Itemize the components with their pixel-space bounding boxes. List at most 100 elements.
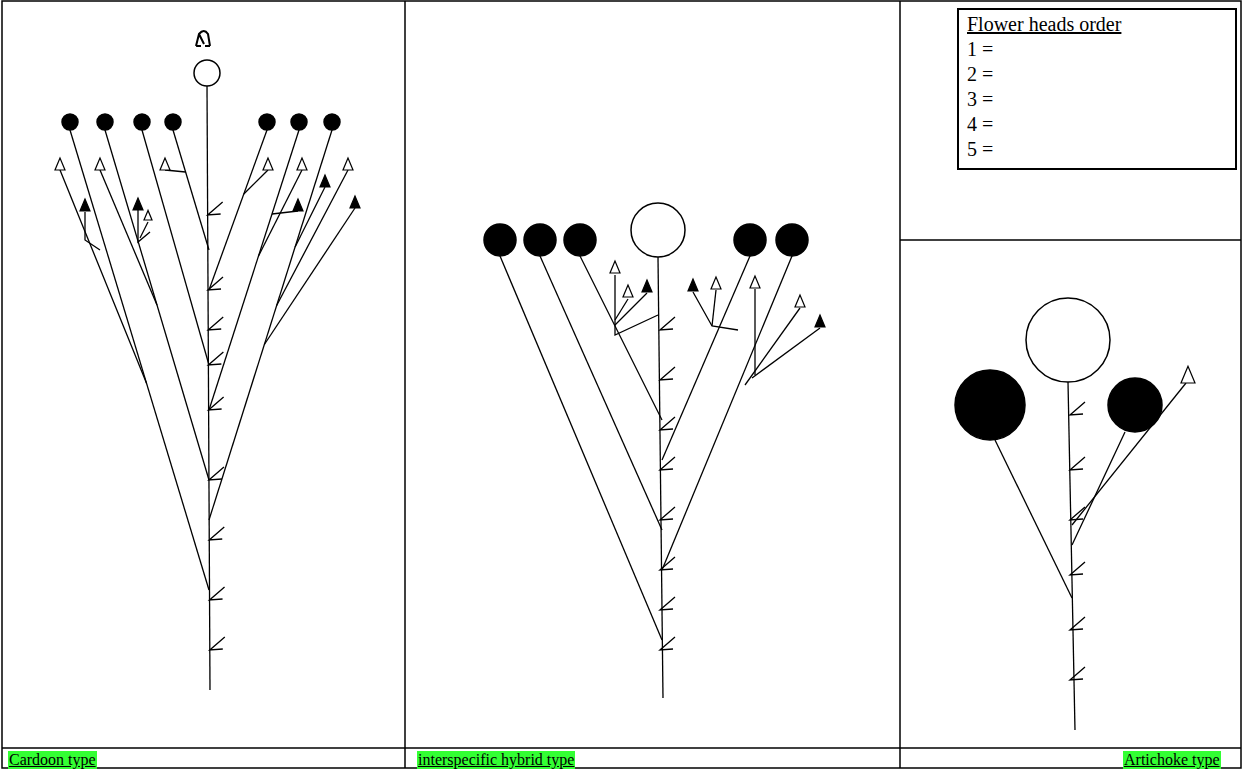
third-order-head <box>711 277 721 289</box>
branch-line <box>60 170 146 383</box>
branch-line <box>70 130 209 590</box>
higher-order-head <box>815 315 825 327</box>
higher-order-head <box>350 196 360 208</box>
branch-line <box>140 222 148 238</box>
branch-line <box>209 130 299 410</box>
bract-mark <box>210 637 225 650</box>
second-order-head <box>165 114 181 130</box>
second-order-head <box>324 114 340 130</box>
higher-order-head <box>642 280 652 292</box>
legend-box: Flower heads order1 =2 =3 =4 =5 = <box>957 8 1237 170</box>
higher-order-head <box>688 279 698 291</box>
branch-line <box>745 308 800 385</box>
branch-line <box>540 256 662 530</box>
branch-line <box>264 208 355 345</box>
second-order-head <box>62 114 78 130</box>
order-entry: 2 = <box>967 62 1227 87</box>
legend-title: Flower heads order <box>967 12 1227 37</box>
order-entry: 1 = <box>967 37 1227 62</box>
second-order-head <box>524 224 556 256</box>
branch-line <box>662 256 750 460</box>
branch-line <box>1072 432 1125 545</box>
branch-line <box>142 130 209 365</box>
main-head <box>631 203 685 257</box>
branch-line <box>209 130 267 290</box>
bract-mark <box>209 467 224 480</box>
second-order-head <box>955 370 1025 440</box>
third-order-head <box>610 261 620 273</box>
branch-line <box>580 256 662 420</box>
branch-line <box>244 170 268 194</box>
branch-line <box>100 170 157 305</box>
bract-mark <box>209 397 224 410</box>
bract-mark <box>660 507 675 520</box>
branch-line <box>662 256 792 570</box>
branch-line <box>295 187 325 247</box>
type-caption: interspecific hybrid type <box>417 751 575 769</box>
branch-line <box>1072 383 1186 525</box>
branch-line <box>259 170 303 256</box>
third-order-head <box>95 158 105 170</box>
second-order-head <box>734 224 766 256</box>
bract-mark <box>208 317 223 330</box>
third-order-head <box>750 276 760 288</box>
branch-line <box>754 289 755 375</box>
bract-mark <box>660 637 675 650</box>
branch-line <box>615 275 658 335</box>
bract-mark <box>660 367 675 380</box>
higher-order-head <box>320 175 330 187</box>
main-head <box>1026 298 1110 382</box>
branch-line <box>712 290 716 326</box>
second-order-head <box>97 114 113 130</box>
second-order-head <box>564 224 596 256</box>
branch-line <box>615 299 628 320</box>
order-entry: 3 = <box>967 87 1227 112</box>
bract-mark <box>208 352 223 365</box>
second-order-head <box>776 224 808 256</box>
main-head <box>194 60 220 86</box>
branch-line <box>995 440 1072 598</box>
branch-line <box>752 328 820 378</box>
branch-line <box>85 212 100 250</box>
type-caption: Cardoon type <box>8 751 97 769</box>
bract-mark <box>660 317 675 330</box>
third-order-head <box>297 158 307 170</box>
bract-mark <box>208 277 223 290</box>
third-order-head <box>55 158 65 170</box>
branch-line <box>173 130 209 250</box>
bract-mark <box>1070 617 1085 630</box>
bract-mark <box>660 557 675 570</box>
bract-mark <box>209 527 224 540</box>
bract-mark <box>660 457 675 470</box>
bract-mark <box>660 597 675 610</box>
third-order-head <box>1181 366 1195 383</box>
second-order-head <box>291 114 307 130</box>
third-order-head <box>795 295 805 307</box>
order-entry: 4 = <box>967 112 1227 137</box>
branch-line <box>615 293 647 325</box>
bract-mark <box>1070 402 1085 415</box>
second-order-head <box>484 224 516 256</box>
branch-line <box>1068 382 1075 730</box>
bract-mark <box>1070 667 1085 680</box>
bract-mark <box>1070 507 1085 520</box>
second-order-head <box>134 114 150 130</box>
higher-order-head <box>80 199 90 211</box>
branch-line <box>209 130 332 520</box>
bract-mark <box>1070 457 1085 470</box>
higher-order-head <box>133 198 143 210</box>
third-order-head <box>160 158 170 170</box>
bract-mark <box>1070 562 1085 575</box>
branch-line <box>500 256 662 640</box>
higher-order-head <box>293 199 303 211</box>
type-caption: Artichoke type <box>1123 751 1221 769</box>
third-order-head <box>343 158 353 170</box>
bract-mark <box>208 202 223 215</box>
small-symbol <box>196 31 210 46</box>
order-entry: 5 = <box>967 137 1227 162</box>
bract-mark <box>660 417 675 430</box>
branch-line <box>277 170 348 306</box>
third-order-head <box>144 210 152 220</box>
bract-mark <box>210 587 225 600</box>
third-order-head <box>263 158 273 170</box>
